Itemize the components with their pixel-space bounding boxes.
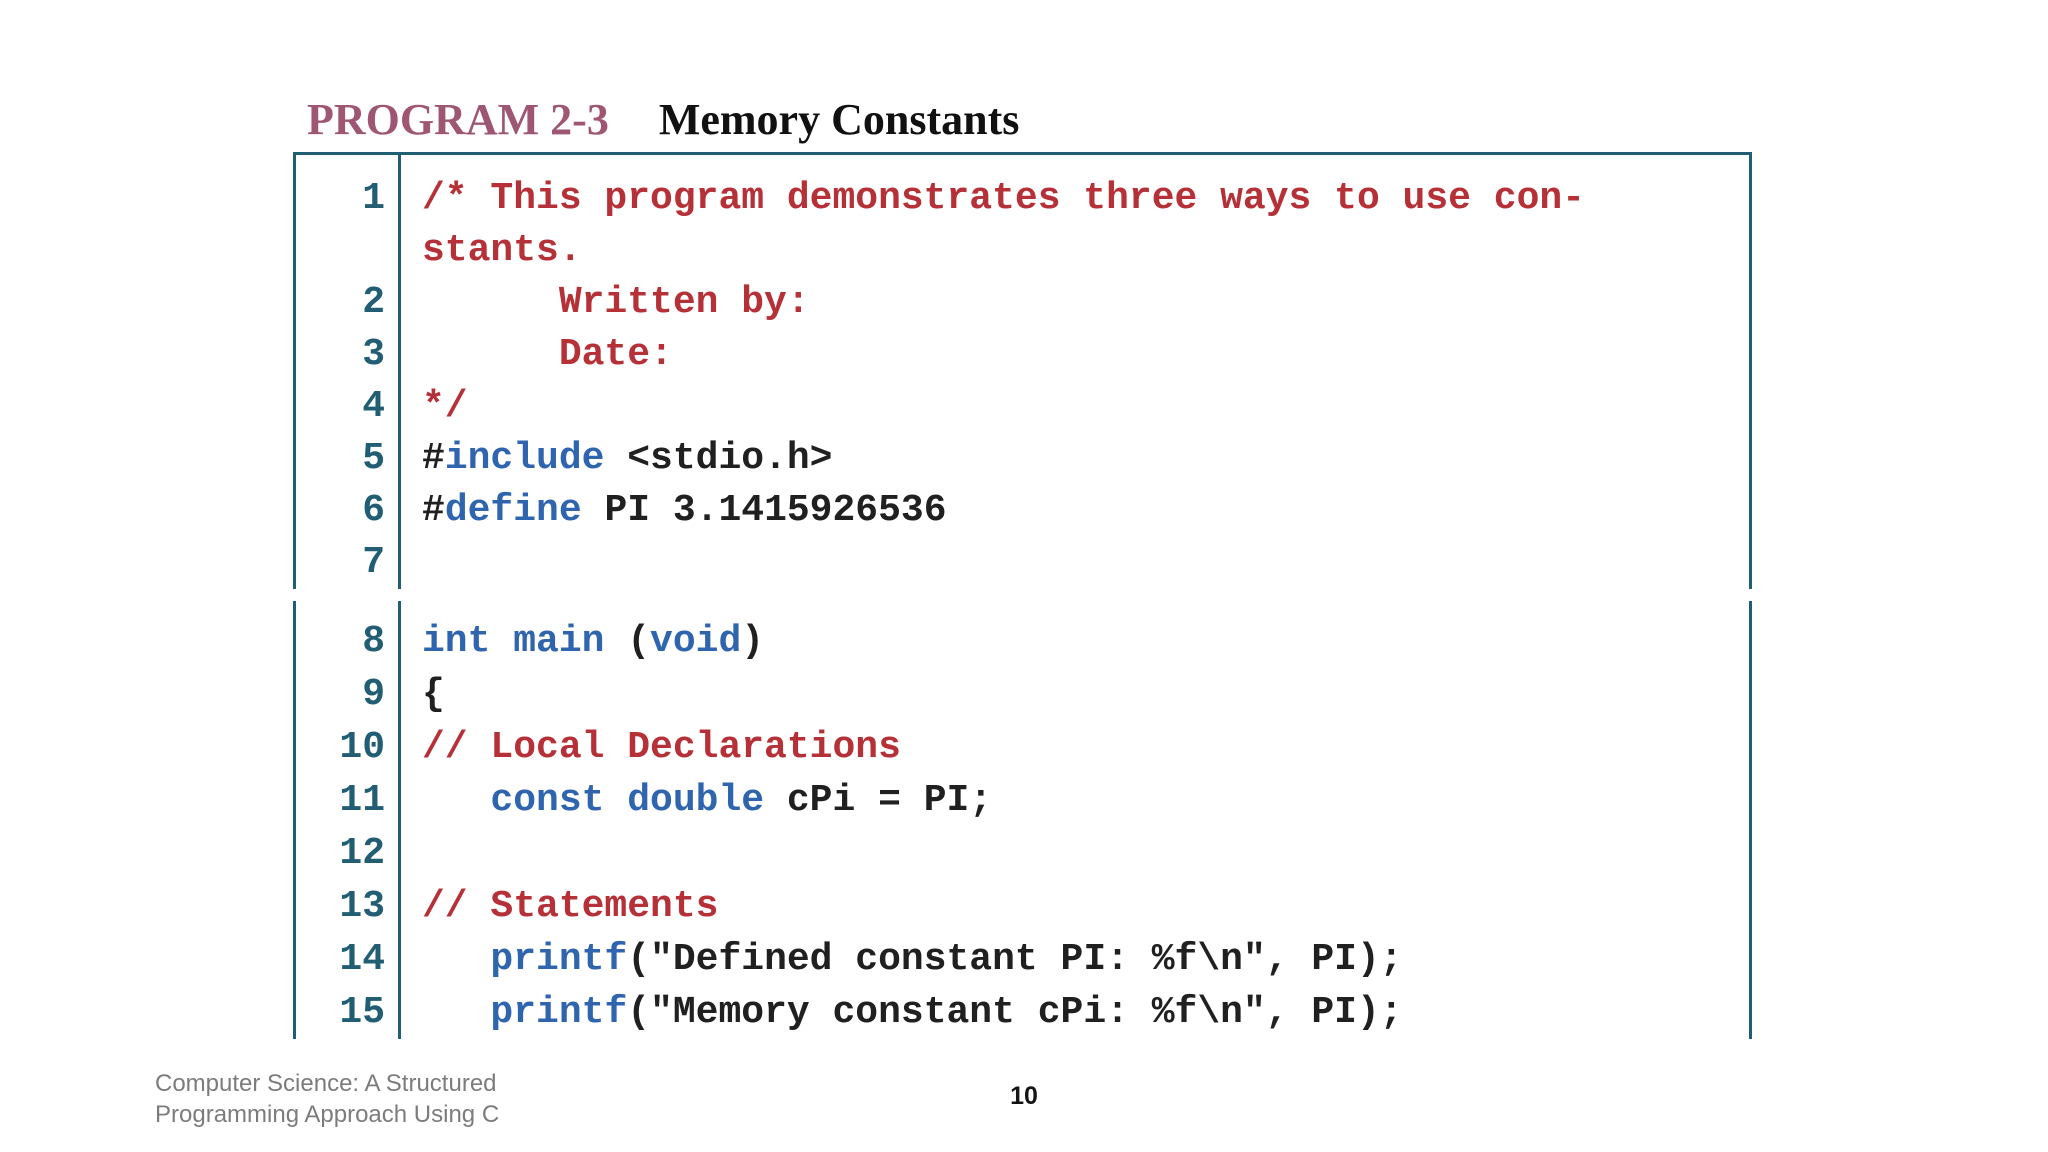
line-number: 2 [362, 281, 385, 324]
code-line: 4 */ [296, 381, 1749, 433]
code-token: printf [490, 991, 628, 1034]
code-token [422, 938, 490, 981]
line-number: 12 [339, 832, 385, 875]
code-token: // Local Declarations [422, 726, 901, 769]
page-number: 10 [1010, 1082, 1038, 1110]
code-token: ("Defined constant PI: %f\n", PI); [627, 938, 1403, 981]
program-name: Memory Constants [658, 95, 1020, 144]
line-number: 4 [362, 385, 385, 428]
line-number: 11 [339, 779, 385, 822]
line-code [398, 537, 422, 589]
line-code: const double cPi = PI; [398, 774, 992, 827]
code-line: 2 Written by: [296, 277, 1749, 329]
code-token: # [422, 489, 445, 532]
line-number: 3 [362, 333, 385, 376]
line-number: 9 [362, 673, 385, 716]
line-code: // Local Declarations [398, 721, 901, 774]
line-number: 1 [362, 177, 385, 220]
line-number: 13 [339, 885, 385, 928]
code-token: ) [741, 620, 765, 663]
line-number: 8 [362, 620, 385, 663]
code-line: 12 [296, 827, 1749, 880]
code-token: Date: [422, 333, 673, 376]
code-token: ("Memory constant cPi: %f\n", PI); [627, 991, 1403, 1034]
code-token: define [444, 489, 582, 532]
line-code: /* This program demonstrates three ways … [398, 173, 1585, 225]
code-token: int main [422, 620, 628, 663]
line-code: #define PI 3.1415926536 [398, 485, 947, 537]
code-line: 9{ [296, 668, 1749, 721]
code-line: 5 #include <stdio.h> [296, 433, 1749, 485]
footer-book-line2: Programming Approach Using C [155, 1101, 500, 1128]
code-token [422, 991, 490, 1034]
line-code: #include <stdio.h> [398, 433, 833, 485]
code-token: # [422, 437, 445, 480]
code-line: 15 printf("Memory constant cPi: %f\n", P… [296, 986, 1749, 1039]
line-number: 15 [339, 991, 385, 1034]
code-token: include [444, 437, 605, 480]
line-code: printf("Memory constant cPi: %f\n", PI); [398, 986, 1403, 1039]
code-line: 8 int main (void) [296, 615, 1749, 668]
code-line: stants. [296, 225, 1749, 277]
code-line: 14 printf("Defined constant PI: %f\n", P… [296, 933, 1749, 986]
code-token: cPi = PI; [764, 779, 993, 822]
code-line: 1 /* This program demonstrates three ways… [296, 173, 1749, 225]
line-code: Date: [398, 329, 673, 381]
line-code: { [398, 668, 445, 721]
line-code: Written by: [398, 277, 810, 329]
line-code [398, 827, 422, 880]
line-code: int main (void) [398, 615, 764, 668]
code-token: stants. [422, 229, 582, 272]
code-line: 11 const double cPi = PI; [296, 774, 1749, 827]
footer-book-line1: Computer Science: A Structured [155, 1070, 497, 1097]
line-number [296, 225, 398, 277]
line-code: stants. [398, 225, 582, 277]
code-token: PI 3.1415926536 [581, 489, 947, 532]
code-token: { [422, 673, 445, 716]
line-number-divider [398, 601, 401, 1039]
code-token: <stdio.h> [604, 437, 833, 480]
line-number: 14 [339, 938, 385, 981]
code-token: */ [422, 385, 468, 428]
code-line: 13 // Statements [296, 880, 1749, 933]
code-token: /* This program demonstrates three ways … [422, 177, 1585, 220]
line-code: // Statements [398, 880, 718, 933]
line-number: 10 [339, 726, 385, 769]
code-line: 3 Date: [296, 329, 1749, 381]
code-line: 6 #define PI 3.1415926536 [296, 485, 1749, 537]
program-label: PROGRAM 2-3 [307, 95, 609, 144]
code-token: void [650, 620, 742, 663]
section-gap [293, 589, 1752, 601]
code-line: 7 [296, 537, 1749, 589]
code-section-top: 1 /* This program demonstrates three ways… [293, 152, 1752, 589]
line-number: 6 [362, 489, 385, 532]
program-title: PROGRAM 2-3 Memory Constants [307, 98, 1019, 142]
code-token: Written by: [422, 281, 810, 324]
line-code: */ [398, 381, 468, 433]
line-code: printf("Defined constant PI: %f\n", PI); [398, 933, 1403, 986]
code-token: ( [627, 620, 651, 663]
line-number-divider [398, 155, 401, 589]
line-number: 7 [362, 541, 385, 584]
code-line: 10 // Local Declarations [296, 721, 1749, 774]
code-token: const double [490, 779, 765, 822]
code-token: // Statements [422, 885, 719, 928]
code-token: printf [490, 938, 628, 981]
footer-book-title: Computer Science: A Structured Programmi… [155, 1068, 499, 1130]
line-number: 5 [362, 437, 385, 480]
code-token [422, 779, 490, 822]
code-listing: 1 /* This program demonstrates three ways… [293, 152, 1752, 1039]
